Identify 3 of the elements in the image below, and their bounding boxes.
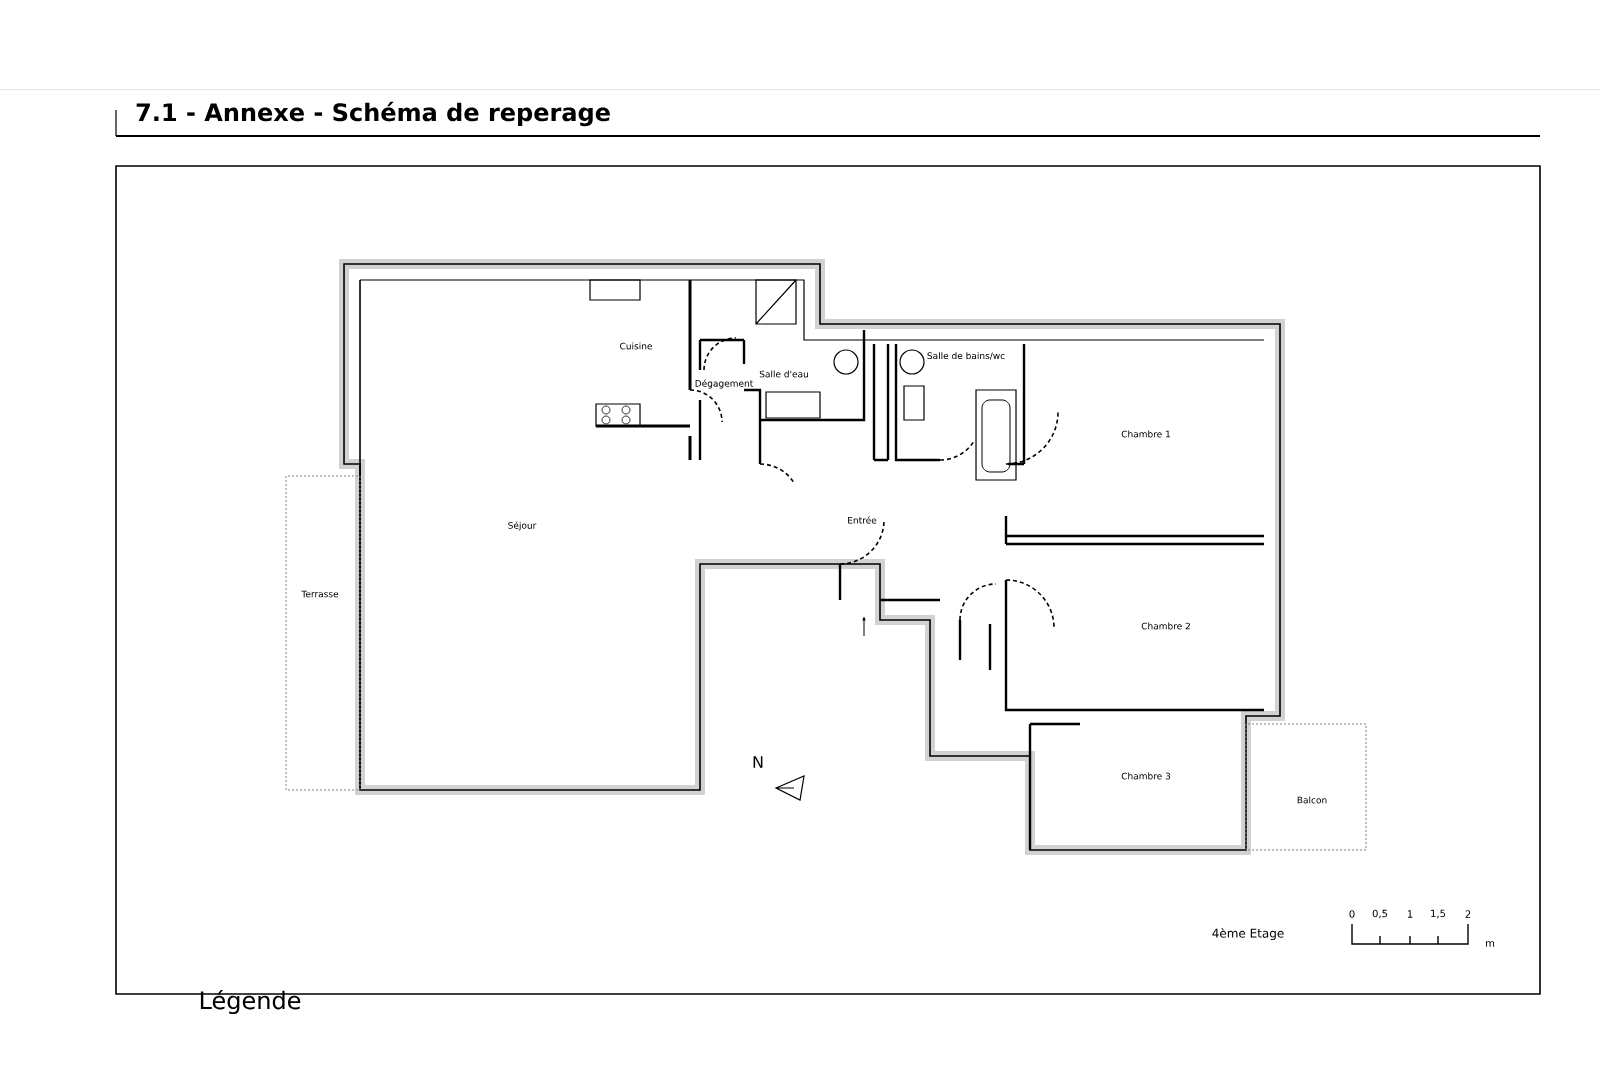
north-label: N [753,756,763,768]
title: 7.1 - Annexe - Schéma de reperage [136,101,610,127]
legend-heading: Légende [200,989,301,1015]
